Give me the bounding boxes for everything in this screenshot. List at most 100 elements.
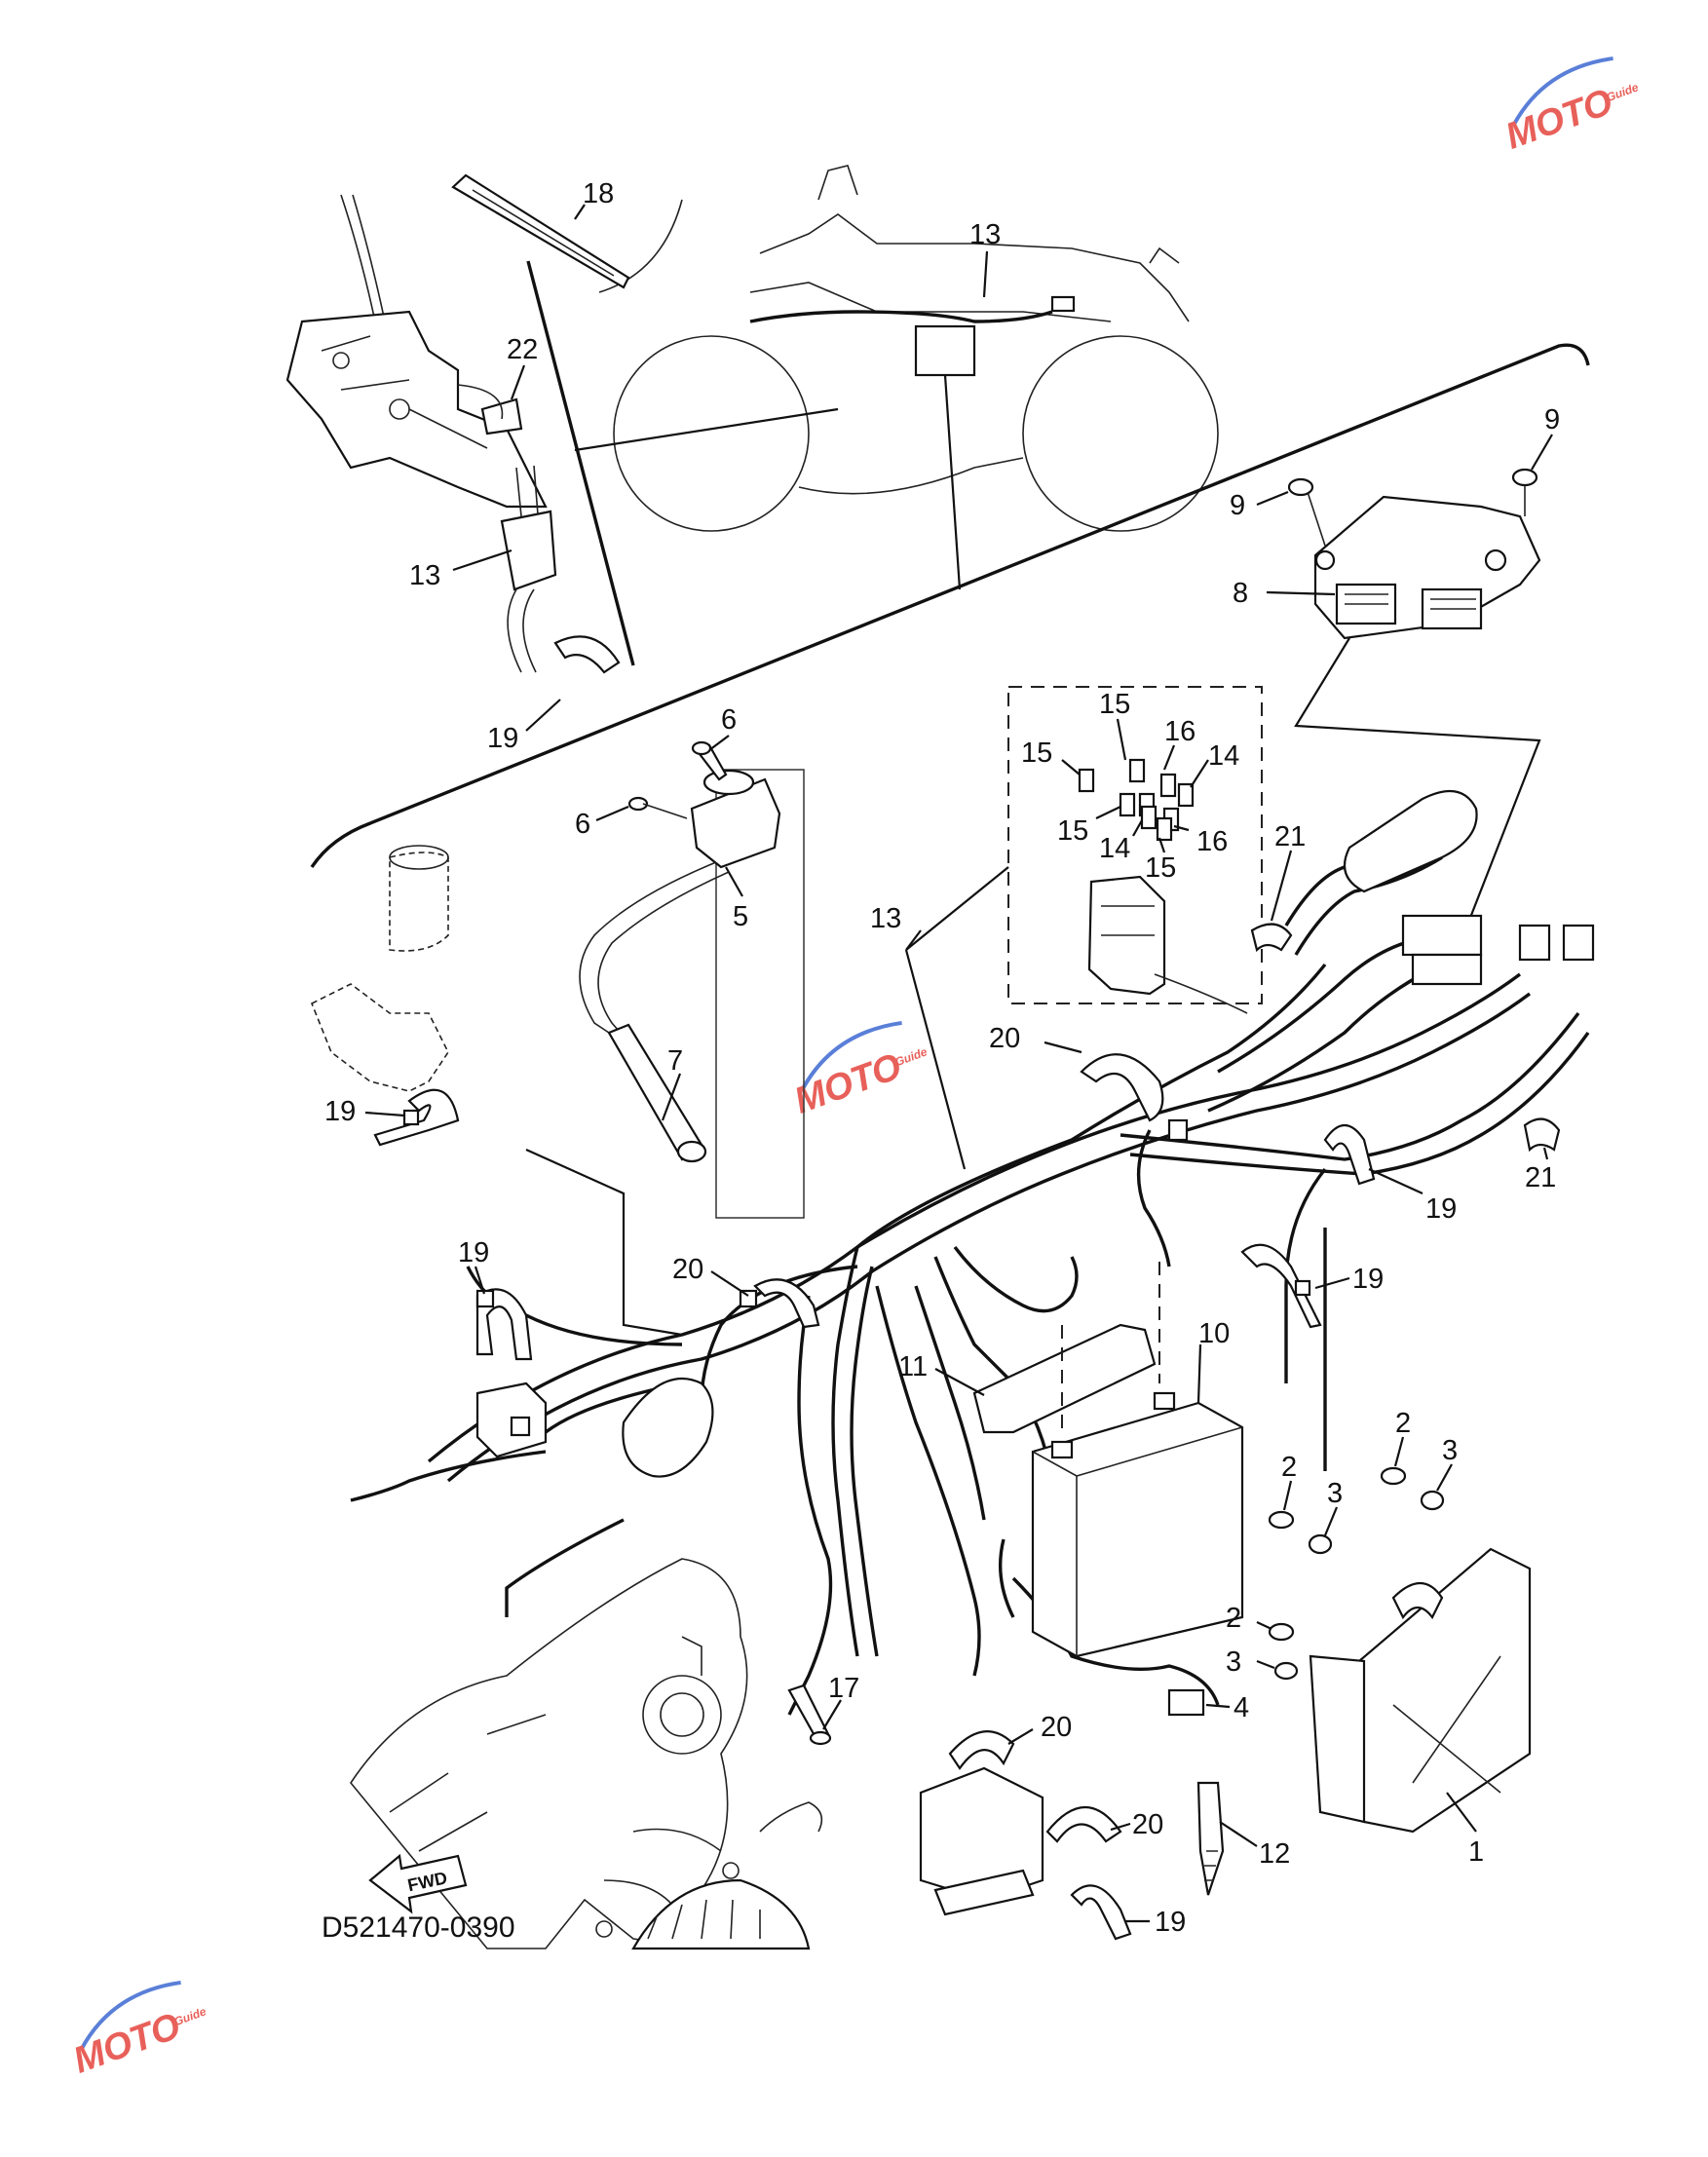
callout-15c: 15: [1057, 815, 1088, 847]
clip-21-top: [1250, 923, 1293, 953]
callout-19e: 19: [458, 1237, 489, 1268]
band-20-bottom-b: [1045, 1806, 1122, 1843]
bolt-6-upper: [691, 740, 728, 781]
svg-text:MOTO: MOTO: [1500, 82, 1618, 158]
bolt-2-b: [1380, 1466, 1407, 1486]
leader-19b: [525, 1148, 683, 1337]
relay-4: [1167, 1688, 1205, 1717]
callout-16a: 16: [1164, 716, 1196, 747]
harness-connectors-right: [1343, 789, 1595, 986]
washer-3-c: [1273, 1661, 1299, 1681]
callout-21a: 21: [1274, 821, 1306, 852]
callout-3b: 3: [1327, 1478, 1343, 1509]
sensor-13-part: [500, 510, 557, 591]
callout-2b: 2: [1281, 1452, 1297, 1483]
callout-19d: 19: [1352, 1264, 1384, 1295]
callout-13c: 13: [870, 903, 901, 934]
cylinder-cap-left: [622, 1377, 714, 1478]
callout-3c: 3: [1226, 1646, 1241, 1678]
callout-6a: 6: [721, 704, 737, 736]
watermark-logo-top-right: MOTO Guide: [1500, 56, 1641, 158]
starter-switch-left-top: [310, 845, 449, 1092]
callout-2c: 2: [1226, 1603, 1241, 1634]
callout-9a: 9: [1230, 490, 1245, 521]
bolt-2-c: [1268, 1622, 1295, 1642]
spark-plug-cap-7: [607, 1023, 707, 1163]
callout-19b: 19: [324, 1096, 356, 1127]
bracket-1: [1309, 1547, 1532, 1834]
pedal-bracket-inset: [285, 194, 635, 674]
bolt-17: [787, 1684, 832, 1746]
callout-8a: 8: [1233, 578, 1248, 609]
callout-5a: 5: [733, 901, 748, 932]
band-19-right-loose: [1240, 1243, 1322, 1329]
band-20-bottom-a: [948, 1730, 1015, 1770]
callout-14a: 14: [1208, 740, 1239, 772]
callout-10a: 10: [1198, 1318, 1230, 1349]
svg-text:Guide: Guide: [1605, 80, 1641, 104]
band-19-right-harness: [1323, 1123, 1376, 1186]
band-19-left-mid: [475, 1288, 533, 1361]
callout-1a: 1: [1468, 1836, 1484, 1868]
callout-15a: 15: [1099, 689, 1130, 720]
callout-7a: 7: [667, 1045, 683, 1077]
fwd-arrow: FWD: [368, 1853, 468, 1914]
band-20-upper: [1080, 1053, 1189, 1142]
callout-3a: 3: [1442, 1435, 1458, 1466]
bolt-9-left: [1287, 477, 1326, 547]
relay-box-bottom: [919, 1766, 1044, 1916]
callout-15b: 15: [1021, 738, 1052, 769]
callout-19c: 19: [1425, 1193, 1457, 1225]
callout-15d: 15: [1145, 852, 1176, 884]
sensor-12: [1196, 1781, 1225, 1896]
callout-2a: 2: [1395, 1408, 1411, 1439]
cable-tie-18: [451, 173, 630, 289]
callout-20c: 20: [1041, 1712, 1072, 1743]
harness-junction-13: [914, 324, 976, 377]
callout-group: 18 13 22 13 19 9 9 8 6 6 5 15 15: [324, 178, 1560, 1938]
band-19-bottom: [1070, 1884, 1132, 1941]
ecu-8: [1313, 495, 1541, 640]
callout-14b: 14: [1099, 833, 1130, 864]
callout-20a: 20: [989, 1023, 1020, 1054]
watermark-logo-center: MOTO Guide: [789, 1020, 930, 1122]
alternator-bottom: [631, 1801, 823, 1950]
callout-17a: 17: [828, 1673, 859, 1704]
callout-18a: 18: [583, 178, 614, 209]
callout-4a: 4: [1234, 1692, 1249, 1723]
bolt-2-a: [1268, 1510, 1295, 1530]
svg-text:MOTO: MOTO: [789, 1046, 907, 1122]
battery-10: [1031, 1391, 1244, 1658]
band-19-left-top: [373, 1088, 460, 1147]
callout-13b: 13: [409, 560, 440, 591]
ignition-coil-5: [579, 769, 781, 1034]
fuse-box-inset: [1007, 686, 1263, 1004]
section-divider: [310, 343, 1590, 868]
callout-12a: 12: [1259, 1838, 1290, 1870]
callout-16b: 16: [1196, 826, 1228, 857]
washer-3-b: [1420, 1490, 1445, 1511]
harness-leader-line: [904, 866, 1009, 1170]
callout-22a: 22: [507, 334, 538, 365]
callout-19a: 19: [487, 723, 518, 754]
callout-21b: 21: [1525, 1162, 1556, 1193]
main-wire-harness-13: [350, 836, 1590, 1716]
clip-21-right: [1523, 1117, 1561, 1153]
sensor-left: [475, 1381, 548, 1458]
fuse-set: [1078, 758, 1195, 842]
callout-11a: 11: [898, 1351, 928, 1382]
callout-20b: 20: [672, 1254, 703, 1285]
callout-13a: 13: [969, 219, 1001, 250]
svg-text:Guide: Guide: [172, 2004, 209, 2028]
callout-19f: 19: [1155, 1907, 1186, 1938]
svg-text:MOTO: MOTO: [68, 2006, 186, 2082]
diagram-code: D521470-0390: [322, 1911, 515, 1944]
band-20-left: [739, 1278, 820, 1329]
bolt-9-right: [1511, 468, 1538, 516]
battery-strap-11: [972, 1323, 1157, 1434]
watermark-logo-bottom-left: MOTO Guide: [68, 1980, 209, 2082]
ecu-leader-line: [1294, 637, 1541, 941]
band-19-part: [553, 635, 621, 674]
callout-6b: 6: [575, 809, 590, 840]
